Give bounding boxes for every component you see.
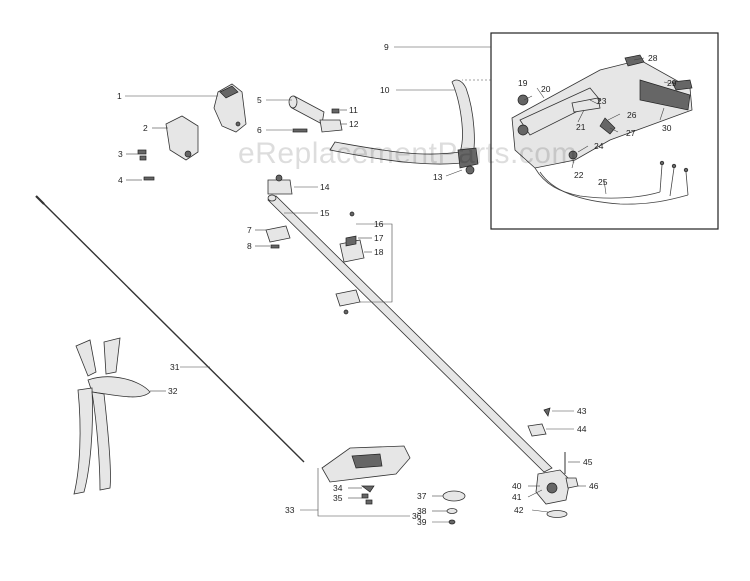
part-bracket-lower: [335, 289, 361, 315]
part-37-spool: [442, 490, 466, 502]
label-part-4: 4: [118, 175, 123, 185]
part-1-cover: [213, 83, 247, 133]
label-part-33: 33: [285, 505, 295, 515]
label-part-35: 35: [333, 493, 343, 503]
label-part-13: 13: [433, 172, 443, 182]
label-part-11: 11: [349, 105, 358, 115]
label-part-41: 41: [512, 492, 522, 502]
throttle-handle-housing: [511, 54, 693, 169]
label-part-6: 6: [257, 125, 262, 135]
label-part-22: 22: [574, 170, 584, 180]
gear-head: [535, 469, 579, 505]
part-11-nut: [331, 108, 340, 114]
label-part-1: 1: [117, 91, 122, 101]
label-part-17: 17: [374, 233, 384, 243]
part-6-screw: [292, 128, 308, 133]
label-part-32: 32: [168, 386, 178, 396]
label-part-21: 21: [576, 122, 586, 132]
label-part-44: 44: [577, 424, 587, 434]
label-part-16: 16: [374, 219, 384, 229]
label-part-23: 23: [597, 96, 607, 106]
label-part-15: 15: [320, 208, 330, 218]
label-part-12: 12: [349, 119, 359, 129]
leader-lines: [125, 46, 673, 523]
label-part-20: 20: [541, 84, 551, 94]
part-4-screw: [143, 176, 155, 181]
label-part-45: 45: [583, 457, 593, 467]
label-part-18: 18: [374, 247, 384, 257]
label-part-7: 7: [247, 225, 252, 235]
label-part-39: 39: [417, 517, 427, 527]
label-part-37: 37: [417, 491, 427, 501]
handle-clamp-13: [457, 147, 479, 175]
label-part-27: 27: [626, 128, 636, 138]
part-labels: 1 2 3 4 5 6 7 8 9 10 11 12 13 14 15 16 1…: [117, 42, 677, 527]
label-part-30: 30: [662, 123, 672, 133]
label-part-31: 31: [170, 362, 180, 372]
label-part-9: 9: [384, 42, 389, 52]
part-43-screw: [543, 407, 551, 417]
label-part-24: 24: [594, 141, 604, 151]
label-part-14: 14: [320, 182, 330, 192]
part-12-clamp: [319, 119, 343, 133]
label-part-10: 10: [380, 85, 390, 95]
part-33-guard: [321, 445, 411, 483]
part-3-screws: [137, 149, 147, 161]
part-18-throttle-assembly: [339, 211, 365, 263]
label-part-3: 3: [118, 149, 123, 159]
part-8-screw: [270, 244, 280, 249]
label-part-36: 36: [412, 511, 422, 521]
label-part-5: 5: [257, 95, 262, 105]
part-39-nut: [448, 519, 456, 525]
label-part-42: 42: [514, 505, 524, 515]
wire-harness: [534, 160, 689, 205]
label-part-2: 2: [143, 123, 148, 133]
part-42-washer: [546, 510, 568, 518]
part-2-cover: [165, 115, 199, 161]
inset-frame: [490, 32, 719, 230]
part-44-clamp: [527, 423, 547, 437]
part-35-screws: [361, 493, 373, 505]
part-31-drive-shaft: [37, 197, 305, 463]
label-part-34: 34: [333, 483, 343, 493]
label-part-40: 40: [512, 481, 522, 491]
label-part-43: 43: [577, 406, 587, 416]
label-part-38: 38: [417, 506, 427, 516]
part-14-clamp: [267, 174, 293, 195]
part-32-harness: [73, 337, 151, 495]
part-38-washer: [446, 508, 458, 514]
label-part-19: 19: [518, 78, 528, 88]
part-34-blade: [360, 485, 375, 493]
label-part-8: 8: [247, 241, 252, 251]
label-part-46: 46: [589, 481, 599, 491]
label-part-25: 25: [598, 177, 608, 187]
watermark: eReplacementParts.com: [238, 137, 577, 170]
part-7-bracket: [265, 225, 291, 243]
label-part-26: 26: [627, 110, 637, 120]
part-15-shaft-tube: [267, 195, 553, 473]
label-part-29: 29: [667, 78, 677, 88]
label-part-28: 28: [648, 53, 658, 63]
